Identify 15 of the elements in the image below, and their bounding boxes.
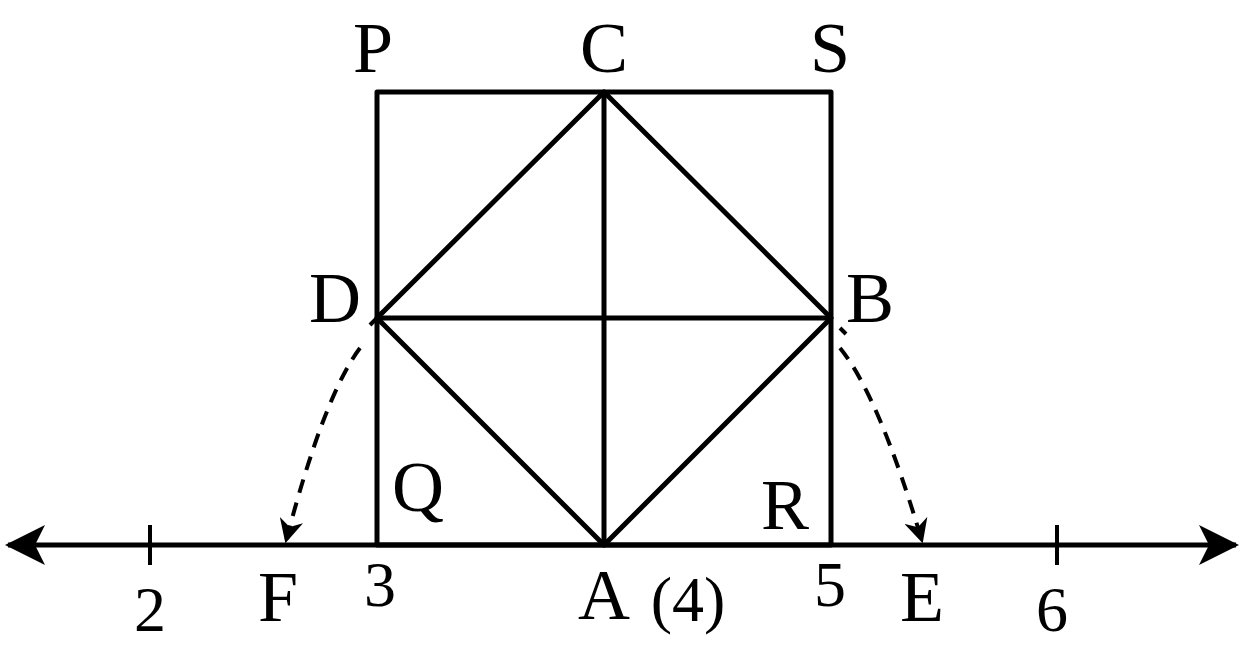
tick-label: 6 — [1036, 578, 1068, 642]
point-label: S — [810, 12, 850, 84]
point-label: R — [761, 469, 809, 541]
tick-label: 3 — [364, 553, 396, 617]
point-label: F — [258, 561, 298, 633]
point-label: B — [846, 262, 894, 334]
point-label: A — [578, 559, 630, 631]
point-label: D — [309, 262, 361, 334]
tick-label: 2 — [134, 578, 166, 642]
tick-label: 5 — [814, 553, 846, 617]
point-label: Q — [392, 451, 444, 523]
point-label: P — [353, 12, 393, 84]
point-label: E — [900, 561, 944, 633]
point-label: C — [580, 12, 628, 84]
dashed-arrow — [280, 346, 362, 544]
